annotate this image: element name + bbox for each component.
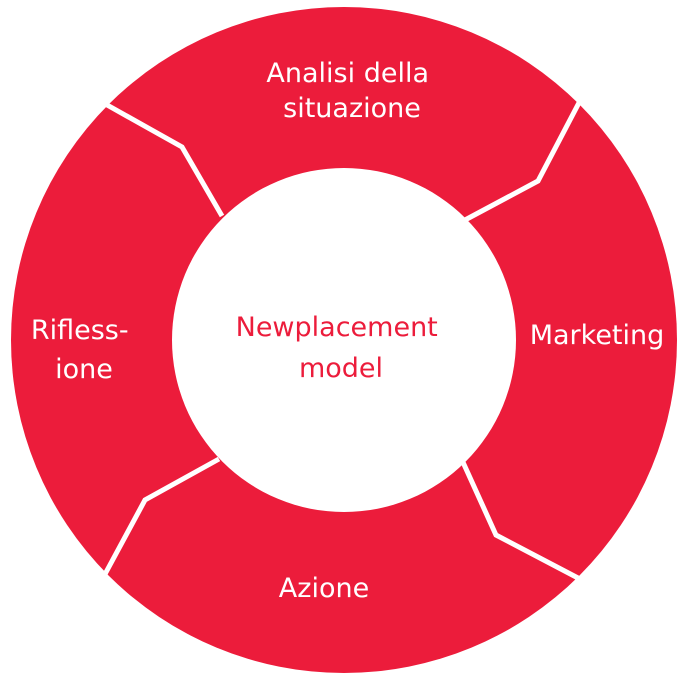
segment-label-riflessione-line2: ione [55,354,113,385]
segment-label-analisi-line2: situazione [283,93,421,124]
segment-dividers [98,95,585,581]
segment-label-riflessione: Rifless- ione [31,315,137,385]
divider-top-right [463,95,585,223]
segment-label-riflessione-line1: Rifless- [31,315,129,346]
divider-top-left [98,98,225,218]
divider-bottom-right [459,458,580,581]
segment-label-marketing: Marketing [530,320,665,351]
center-label: Newplacement model [236,312,447,384]
center-label-line2: model [299,353,383,384]
segment-label-marketing-line1: Marketing [530,320,665,351]
divider-bottom-left [101,456,221,578]
segment-label-azione-line1: Azione [279,573,369,604]
segment-label-analisi-line1: Analisi della [266,58,429,89]
center-disc [172,168,516,512]
center-label-line1: Newplacement [236,312,438,343]
segment-label-analisi: Analisi della situazione [266,58,437,124]
segment-label-azione: Azione [279,573,369,604]
